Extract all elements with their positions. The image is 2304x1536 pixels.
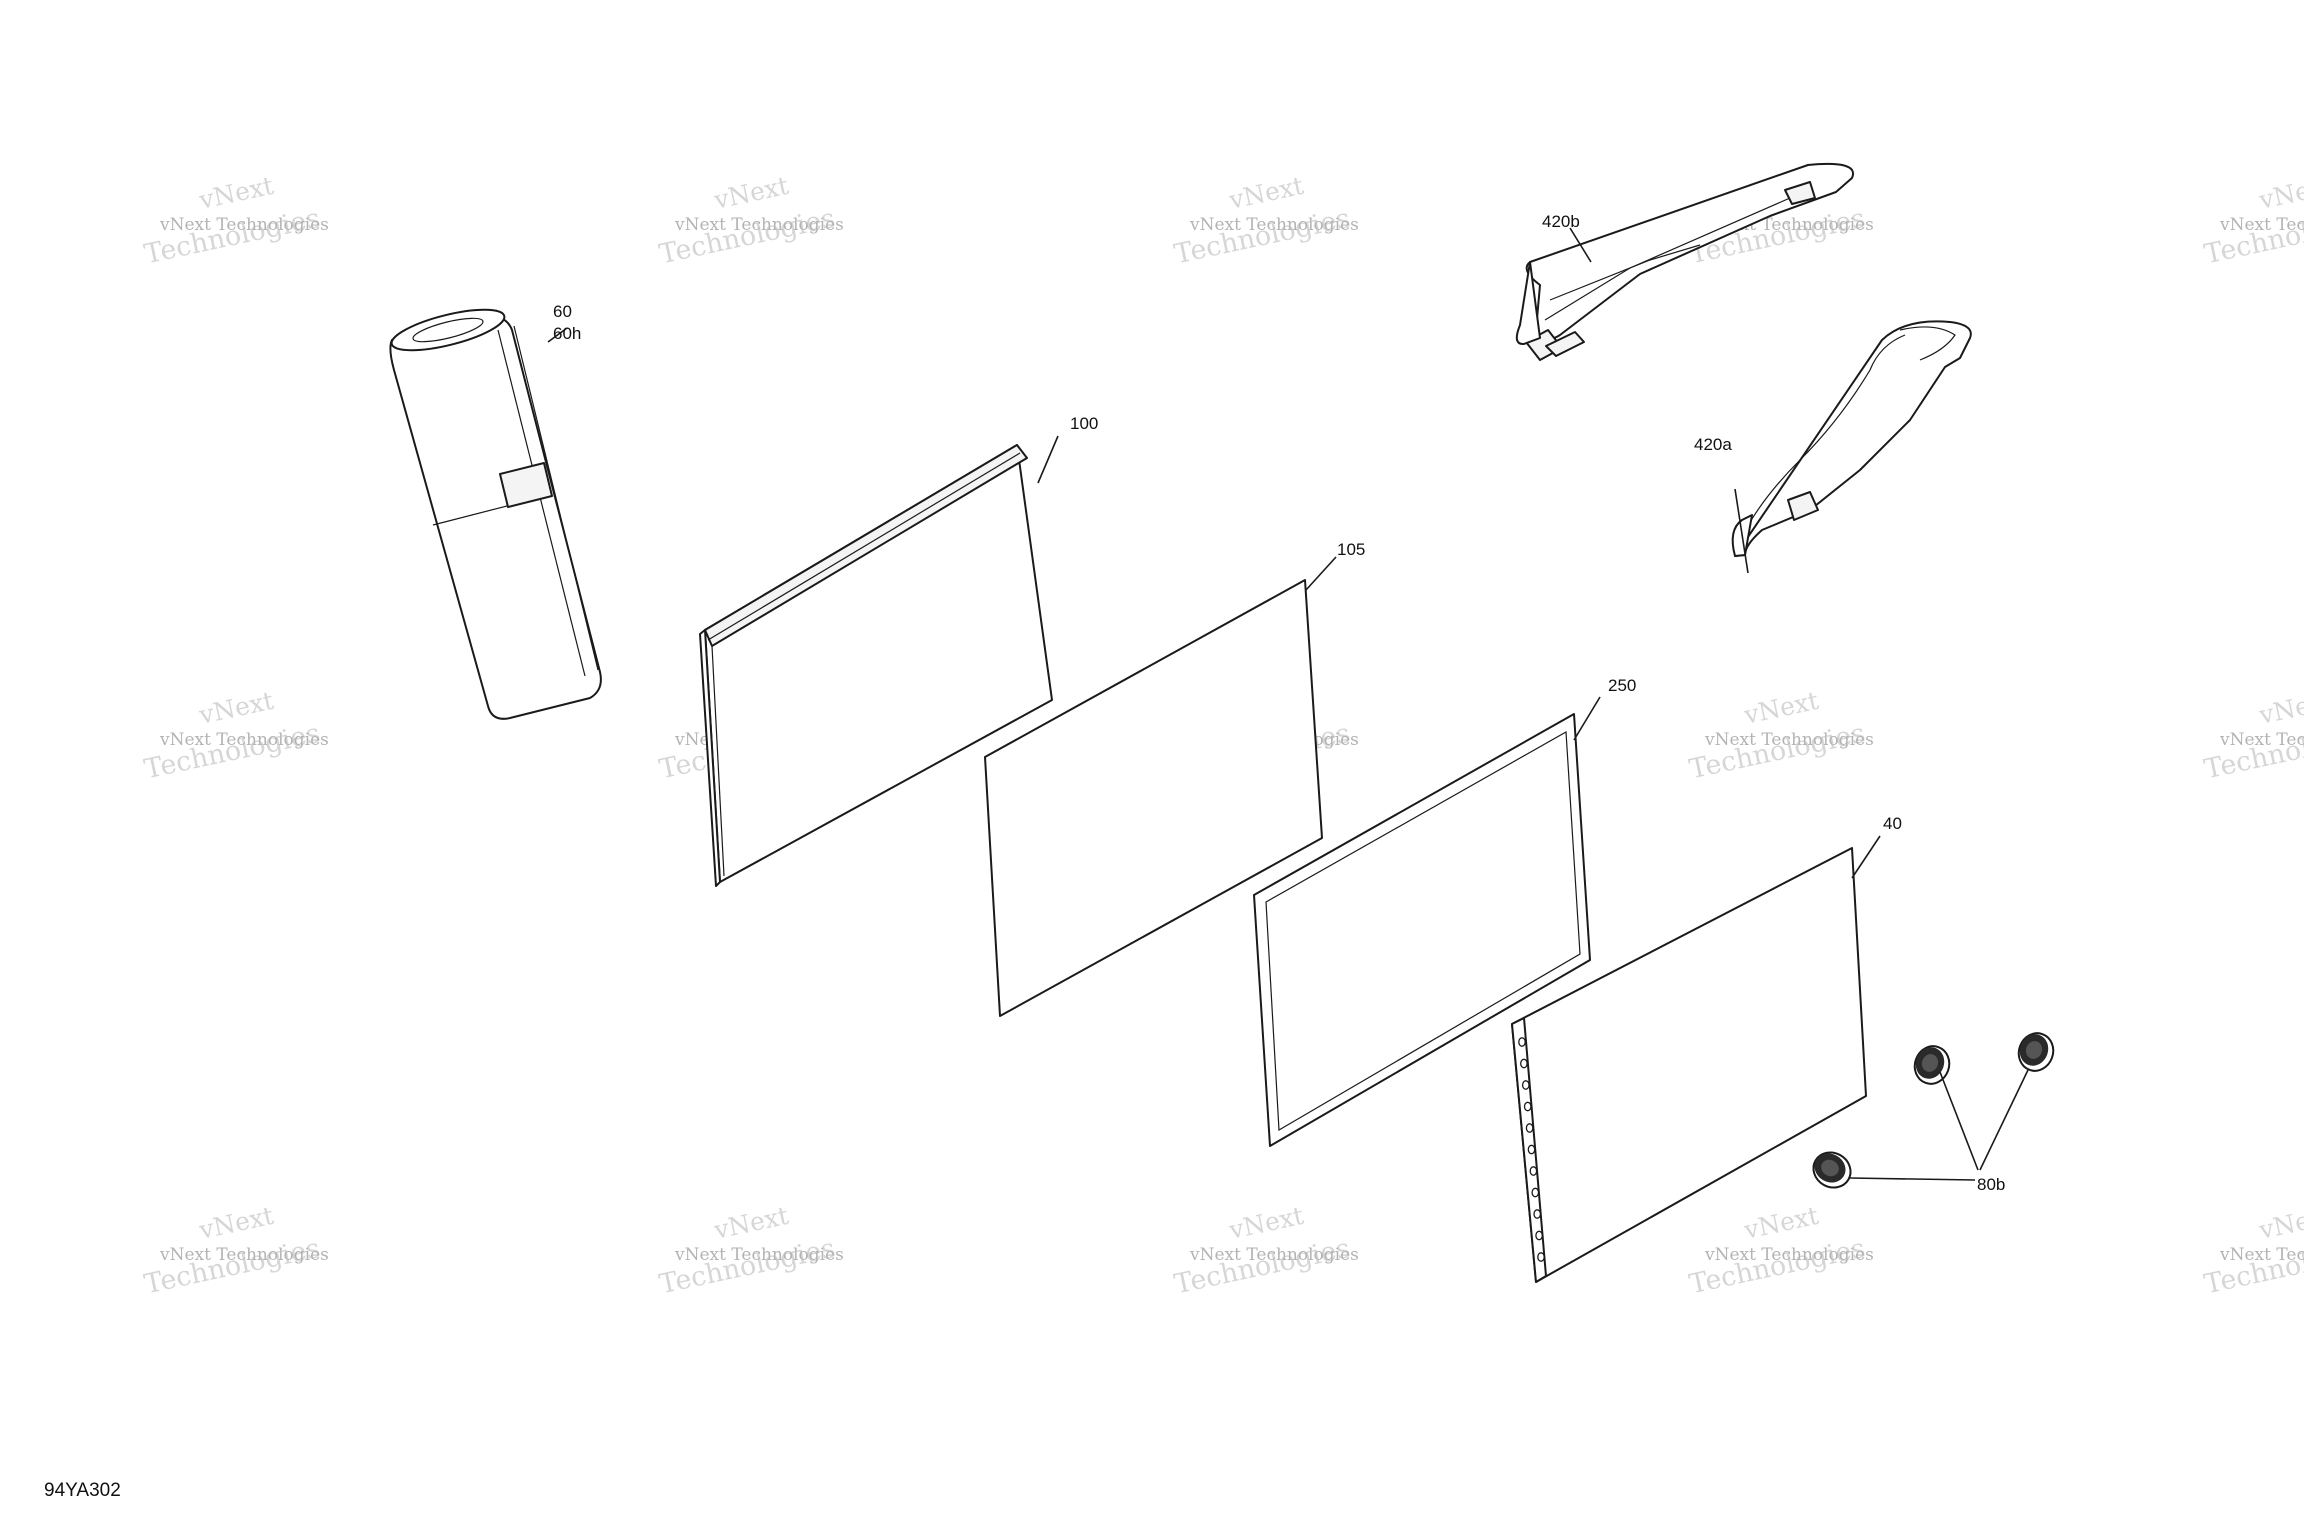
svg-text:Technologies: Technologies [2202, 718, 2304, 785]
svg-text:vNext: vNext [196, 1201, 276, 1245]
callout-60: 60 [553, 302, 572, 321]
perforation-hole [1527, 1144, 1536, 1155]
svg-text:vNext: vNext [196, 171, 276, 215]
perforation-hole [1531, 1187, 1540, 1198]
svg-text:vNext Technologies: vNext Technologies [674, 1245, 844, 1265]
svg-text:vNext Technologies: vNext Technologies [159, 730, 329, 750]
part-40-panel [1511, 847, 1867, 1283]
callout-420b: 420b [1542, 212, 1580, 231]
svg-text:Technologies: Technologies [657, 203, 838, 270]
part-100-panel [699, 444, 1053, 887]
part-420a-bracket [1731, 320, 1972, 557]
svg-text:vNext: vNext [2256, 171, 2304, 215]
svg-text:Technologies: Technologies [1687, 718, 1868, 785]
perforation-hole [1537, 1252, 1545, 1262]
figure-code: 94YA302 [44, 1480, 121, 1501]
part-80b-plugs [1812, 1032, 2055, 1189]
part-250-frame [1253, 713, 1591, 1147]
svg-text:vNext: vNext [196, 686, 276, 730]
svg-text:vNext Technologies: vNext Technologies [1704, 730, 1874, 750]
svg-text:vNext: vNext [2256, 1201, 2304, 1245]
plug-1 [1913, 1045, 1951, 1085]
svg-text:Technologies: Technologies [142, 1233, 323, 1300]
callout-60h: 60h [553, 324, 581, 343]
perforation-hole [1533, 1209, 1542, 1219]
svg-text:vNext: vNext [1741, 686, 1821, 730]
plug-3 [1812, 1151, 1852, 1189]
svg-text:Technologies: Technologies [142, 203, 323, 270]
perforation-hole [1529, 1166, 1538, 1176]
svg-text:vNext: vNext [711, 1201, 791, 1245]
perforation-hole [1535, 1230, 1543, 1241]
part-420b-bracket [1515, 162, 1855, 361]
plug-2 [2017, 1032, 2055, 1072]
callout-250: 250 [1608, 676, 1636, 695]
callout-100: 100 [1070, 414, 1098, 433]
leader-lines [547, 227, 2029, 1181]
svg-text:Technologies: Technologies [657, 1233, 838, 1300]
perforation-hole [1525, 1123, 1534, 1133]
perforation-hole [1518, 1037, 1526, 1047]
svg-text:vNext Technologies: vNext Technologies [159, 215, 329, 235]
svg-text:vNext Technologies: vNext Technologies [1189, 215, 1359, 235]
svg-text:vNext Technologies: vNext Technologies [2219, 215, 2304, 235]
svg-text:Technologies: Technologies [142, 718, 323, 785]
svg-text:vNext: vNext [2256, 686, 2304, 730]
svg-text:vNext: vNext [1226, 171, 1306, 215]
perforation-hole [1520, 1058, 1528, 1069]
callout-80b: 80b [1977, 1175, 2005, 1194]
svg-text:vNext: vNext [711, 171, 791, 215]
svg-text:Technologies: Technologies [2202, 1233, 2304, 1300]
svg-text:Technologies: Technologies [2202, 203, 2304, 270]
perforation-holes [1518, 1037, 1545, 1262]
perforation-hole [1523, 1101, 1532, 1112]
callout-420a: 420a [1694, 435, 1732, 454]
svg-text:Technologies: Technologies [1172, 203, 1353, 270]
part-105-sheet [984, 579, 1323, 1017]
callout-40: 40 [1883, 814, 1902, 833]
callout-105: 105 [1337, 540, 1365, 559]
svg-text:vNext Technologies: vNext Technologies [1704, 1245, 1874, 1265]
svg-text:vNext Technologies: vNext Technologies [674, 215, 844, 235]
svg-text:Technologies: Technologies [1687, 1233, 1868, 1300]
svg-text:vNext Technologies: vNext Technologies [1189, 1245, 1359, 1265]
perforation-hole [1521, 1080, 1530, 1090]
svg-text:vNext: vNext [1741, 1201, 1821, 1245]
svg-text:vNext Technologies: vNext Technologies [159, 1245, 329, 1265]
svg-text:vNext Technologies: vNext Technologies [2219, 730, 2304, 750]
part-60-holder [389, 308, 602, 720]
svg-text:vNext Technologies: vNext Technologies [2219, 1245, 2304, 1265]
svg-text:vNext: vNext [1226, 1201, 1306, 1245]
callout-labels: 60 60h 100 105 250 40 80b 420a 420b [553, 212, 2005, 1194]
svg-text:Technologies: Technologies [1172, 1233, 1353, 1300]
